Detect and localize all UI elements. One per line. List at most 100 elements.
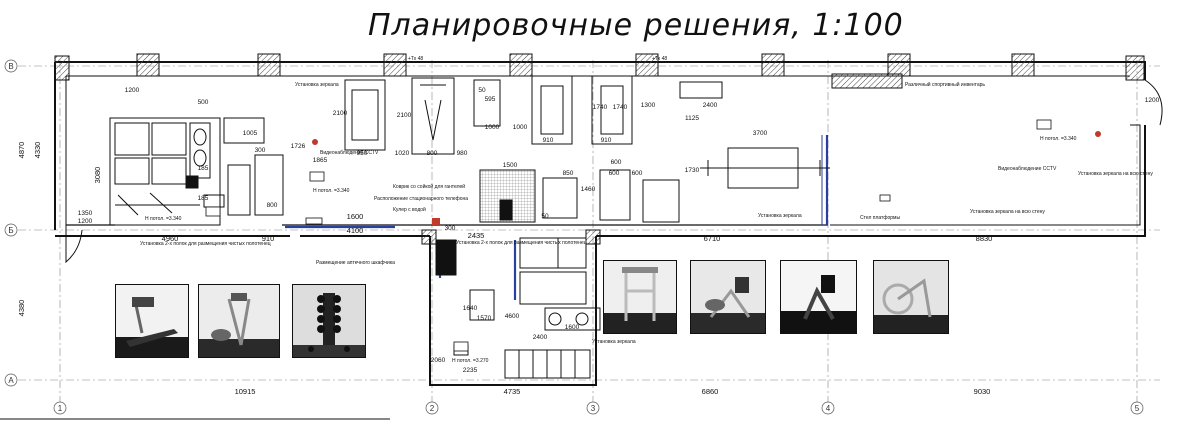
dim-row-b-2: 910 — [262, 234, 275, 243]
dim-bottom-3: 6860 — [702, 387, 719, 396]
cctv-markers — [312, 131, 1101, 226]
label-level-1: +Тх 48 — [408, 56, 423, 62]
label-mirror-install-1: Установка зеркала — [295, 82, 339, 88]
label-mirror-install-3: Установка зеркала — [592, 339, 636, 345]
dim-row-b-4: 4100 — [347, 226, 364, 235]
page-title: Планировочные решения, 1:100 — [368, 8, 904, 43]
dim-bottom-2: 4735 — [504, 387, 521, 396]
label-shelf-2: Установка 2-х полок для размещения чисты… — [456, 240, 587, 246]
equipment-bottom — [435, 237, 601, 379]
wall-bottom-room — [429, 236, 597, 386]
dim-misc: 2100 — [333, 110, 348, 117]
label-first-aid: Размещение аптечного шкафчика — [316, 260, 395, 266]
dim-left-2: 4380 — [17, 300, 26, 317]
label-mirror-wall-2: Установка зеркала на всю стену — [1078, 171, 1153, 177]
axis-label-v: В — [8, 62, 13, 71]
dim-misc: 50 — [541, 213, 549, 220]
photo-cable-station — [603, 260, 677, 334]
dim-misc: 1640 — [463, 305, 478, 312]
inventory-plan — [831, 73, 903, 89]
dim-misc: 595 — [485, 96, 496, 103]
label-ceiling-4: Н потол. =3.270 — [452, 358, 489, 364]
dim-misc: 800 — [427, 150, 438, 157]
label-ceiling-3: Н потол. =3.340 — [1040, 136, 1077, 142]
door-right — [1144, 79, 1163, 126]
dim-misc: 500 — [198, 99, 209, 106]
columns — [54, 53, 1145, 245]
axis-marker-v — [4, 59, 18, 73]
dim-misc: 1726 — [291, 143, 306, 150]
dim-misc: 50 — [478, 87, 486, 94]
dim-misc: 1500 — [503, 162, 518, 169]
wall-b-right — [596, 125, 1146, 237]
dim-misc: 1300 — [641, 102, 656, 109]
dim-misc: 1000 — [513, 124, 528, 131]
axis-marker-b — [4, 223, 18, 237]
dim-misc: 910 — [543, 137, 554, 144]
dim-misc: 980 — [457, 150, 468, 157]
dim-misc: 1570 — [477, 315, 492, 322]
axis-marker-a — [4, 373, 18, 387]
dim-misc: 1600 — [565, 324, 580, 331]
dim-row-b-3: 1600 — [347, 212, 364, 221]
dim-misc: 2400 — [533, 334, 548, 341]
axis-label-1: 1 — [58, 404, 63, 413]
axis-marker-1 — [53, 401, 67, 415]
label-mat: Коврик со сойкой для гантелей — [393, 183, 465, 190]
wall-right-inner — [830, 124, 1141, 226]
dim-misc: 1740 — [613, 104, 628, 111]
first-aid-marker — [432, 218, 440, 226]
label-mirror-install-2: Установка зеркала — [758, 213, 802, 219]
label-phone: Расположение стационарного телефона — [374, 196, 468, 202]
dim-misc: 600 — [632, 170, 643, 177]
axis-label-b: Б — [8, 226, 13, 235]
dim-misc: 2235 — [463, 367, 478, 374]
dim-misc: 1350 — [78, 210, 93, 217]
photo-treadmill — [115, 284, 189, 358]
dim-misc: 850 — [563, 170, 574, 177]
label-platforms: Стел платформы — [860, 215, 900, 221]
axis-markers — [4, 59, 1144, 415]
level-badges — [205, 119, 1052, 352]
machine-plan-2 — [642, 179, 680, 223]
dim-left-inner-2: 3080 — [93, 167, 102, 184]
dim-misc: 300 — [255, 147, 266, 154]
dim-misc: 800 — [267, 202, 278, 209]
label-level-2: +Тх 48 — [652, 56, 667, 62]
axis-label-5: 5 — [1135, 404, 1140, 413]
dim-row-b-5: 2435 — [468, 231, 485, 240]
bench-plan — [542, 177, 578, 219]
label-shelf-1: Установка 2-х полок для размещения чисты… — [140, 241, 271, 247]
walls — [54, 61, 1146, 386]
label-cooler: Кулер с водой — [393, 206, 426, 213]
axis-marker-3 — [586, 401, 600, 415]
wall-top — [55, 61, 1146, 80]
dim-row-b-7: 8830 — [976, 234, 993, 243]
dim-bottom-1: 10915 — [235, 387, 256, 396]
dim-misc: 1740 — [593, 104, 608, 111]
dim-row-b-1: 4960 — [162, 234, 179, 243]
dim-left-1: 4870 — [17, 142, 26, 159]
axis-marker-4 — [821, 401, 835, 415]
dim-misc: 1005 — [243, 130, 258, 137]
dim-misc: 1460 — [581, 186, 596, 193]
label-cctv-2: Видеонаблюдение CCTV — [998, 166, 1057, 172]
dim-misc: 2060 — [431, 357, 446, 364]
bike-plan-2 — [591, 75, 633, 145]
dim-misc: 600 — [609, 170, 620, 177]
treadmill-plan — [344, 79, 386, 151]
dim-misc: 1020 — [395, 150, 410, 157]
dim-misc: 1200 — [1145, 97, 1160, 104]
dim-row-b-6: 6710 — [704, 234, 721, 243]
photo-upright-bike — [780, 260, 857, 334]
label-ceiling-2: Н потол. =3.340 — [145, 216, 182, 222]
dim-misc: 1865 — [313, 157, 328, 164]
dim-misc: 910 — [601, 137, 612, 144]
dim-bottom-4: 9030 — [974, 387, 991, 396]
dim-misc: 1125 — [685, 115, 699, 122]
label-ceiling-1: Н потол. =3.340 — [313, 188, 350, 194]
axis-label-2: 2 — [430, 404, 435, 413]
axis-label-3: 3 — [591, 404, 596, 413]
